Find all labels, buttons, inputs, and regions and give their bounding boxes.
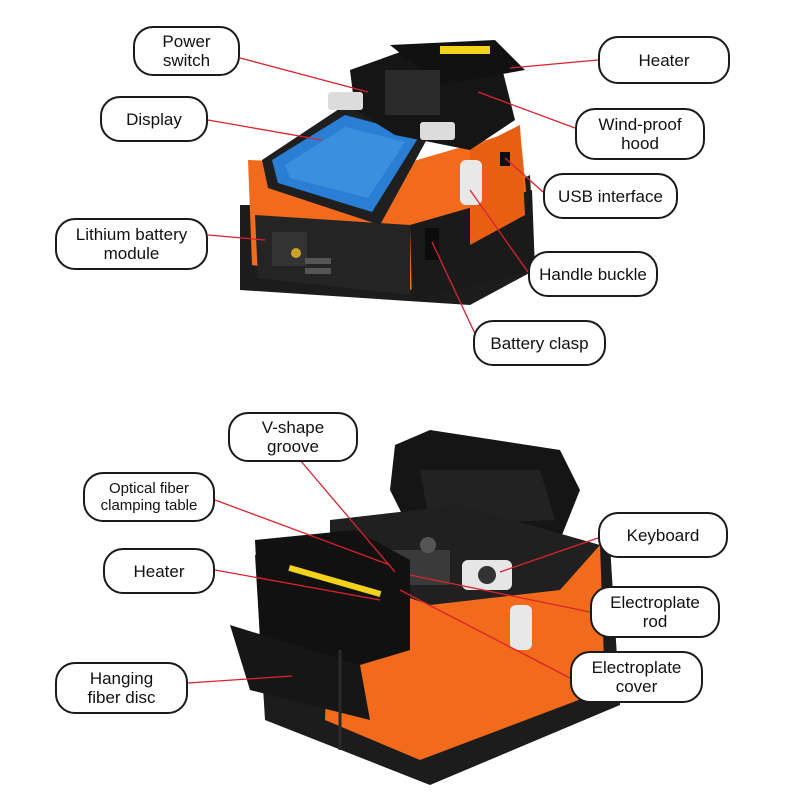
battery-module-panel (272, 232, 307, 266)
label-handle-buckle: Handle buckle (528, 251, 658, 297)
bottom-heater-strip (288, 565, 382, 597)
hanging-disc-part (230, 625, 370, 720)
top-heater-strip (440, 46, 490, 54)
label-electroplate-cover: Electroplate cover (570, 651, 703, 703)
label-usb-interface: USB interface (543, 173, 678, 219)
label-electroplate-rod: Electroplate rod (590, 586, 720, 638)
label-optical-fiber-clamping-table: Optical fiber clamping table (83, 472, 215, 522)
label-heater-top: Heater (598, 36, 730, 84)
label-heater-bottom: Heater (103, 548, 215, 594)
label-wind-proof-hood: Wind-proof hood (575, 108, 705, 160)
battery-clasp-part (425, 228, 439, 260)
label-v-shape-groove: V-shape groove (228, 412, 358, 462)
top-device-closed (240, 40, 535, 305)
label-lithium-battery-module: Lithium battery module (55, 218, 208, 270)
label-power-switch: Power switch (133, 26, 240, 76)
handle-buckle-part (460, 160, 482, 205)
usb-port (500, 152, 510, 166)
label-battery-clasp: Battery clasp (473, 320, 606, 366)
bottom-device-open (230, 430, 620, 785)
leader-lines (187, 57, 599, 684)
label-hanging-fiber-disc: Hanging fiber disc (55, 662, 188, 714)
label-keyboard: Keyboard (598, 512, 728, 558)
label-display: Display (100, 96, 208, 142)
